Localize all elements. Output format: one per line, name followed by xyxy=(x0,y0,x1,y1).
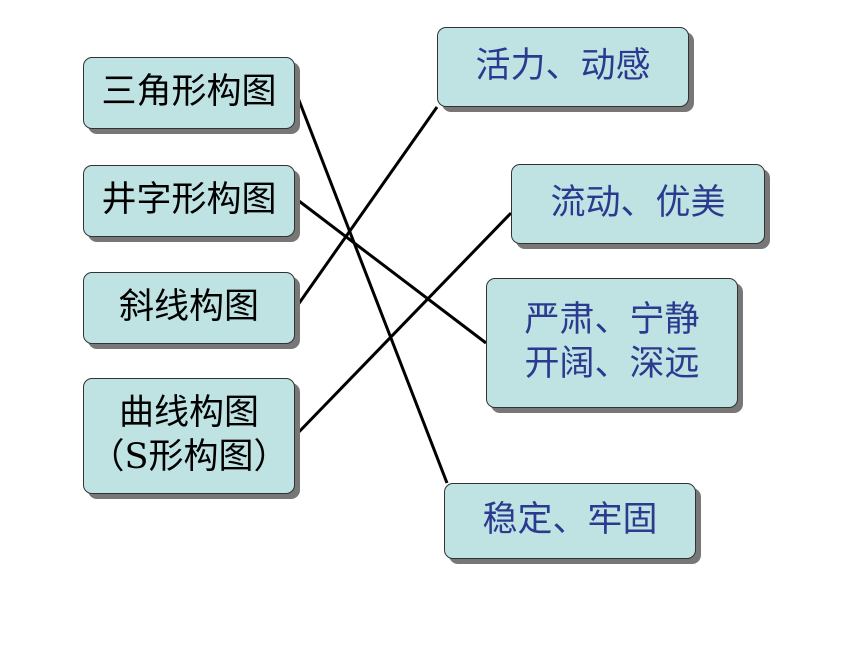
box-grid-composition: 井字形构图 xyxy=(83,165,295,237)
label-stable: 稳定、牢固 xyxy=(482,500,658,541)
label-flowing: 流动、优美 xyxy=(550,183,726,224)
label-solemn-quiet: 严肃、宁静 xyxy=(524,300,700,341)
box-curve-composition: 曲线构图 （S形构图） xyxy=(83,378,295,494)
label-curve-composition: 曲线构图 xyxy=(118,393,259,434)
label-open-deep: 开阔、深远 xyxy=(524,344,700,384)
box-vitality: 活力、动感 xyxy=(437,27,689,107)
label-s-composition: （S形构图） xyxy=(89,437,289,477)
connector-grid-to-solemn xyxy=(294,196,487,345)
box-stable: 稳定、牢固 xyxy=(444,483,696,559)
connector-curve-to-flowing xyxy=(293,211,513,438)
box-diagonal-composition: 斜线构图 xyxy=(83,272,295,344)
label-vitality: 活力、动感 xyxy=(475,46,651,87)
connector-diagonal-to-vitality xyxy=(293,106,439,310)
connector-triangle-to-stable xyxy=(293,89,449,484)
box-solemn: 严肃、宁静 开阔、深远 xyxy=(486,278,738,408)
label-grid-composition: 井字形构图 xyxy=(101,180,277,221)
box-triangle-composition: 三角形构图 xyxy=(83,57,295,129)
label-diagonal-composition: 斜线构图 xyxy=(118,287,259,328)
label-triangle-composition: 三角形构图 xyxy=(101,72,277,113)
box-flowing: 流动、优美 xyxy=(511,164,765,244)
